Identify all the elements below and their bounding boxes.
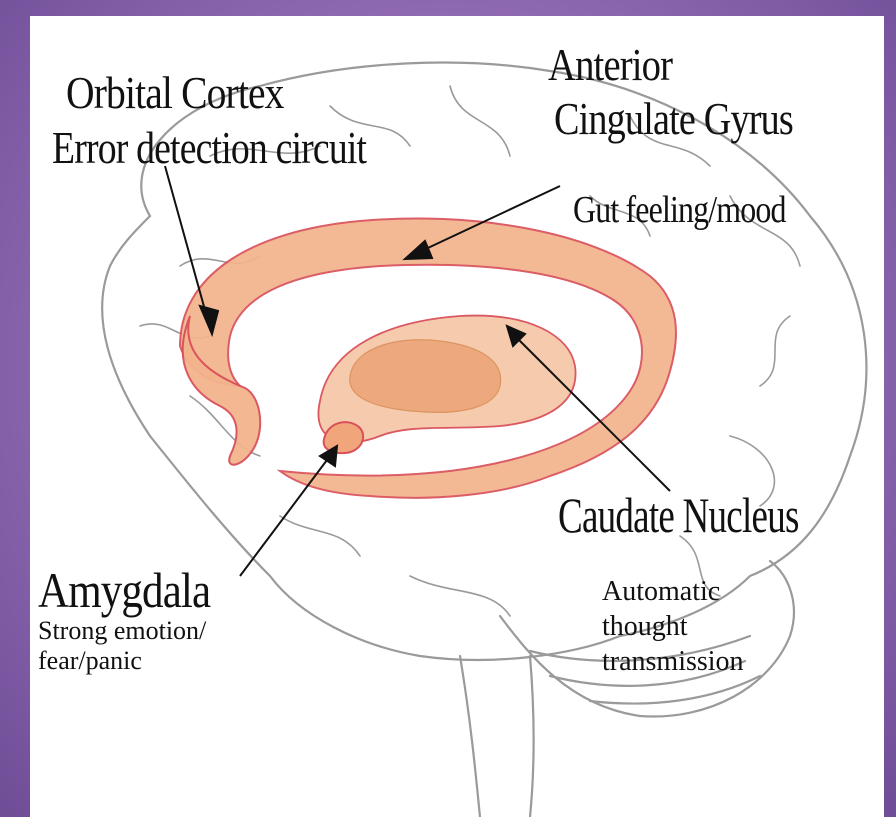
diagram-panel: Orbital Cortex Error detection circuit A…	[30, 16, 884, 817]
thalamus-shape	[350, 340, 501, 413]
brain-outline	[102, 63, 866, 817]
orbital-arrow-line	[165, 166, 208, 321]
caudate-description-line3: transmission	[602, 646, 744, 678]
caudate-description-line2: thought	[602, 611, 688, 643]
amygdala-label: Amygdala	[38, 561, 210, 619]
orbital-cortex-description: Error detection circuit	[52, 121, 366, 174]
anterior-cingulate-description: Gut feeling/mood	[573, 188, 786, 232]
anterior-cingulate-label-line1: Anterior	[548, 38, 672, 91]
caudate-nucleus-label: Caudate Nucleus	[558, 486, 799, 544]
brainstem-right	[530, 656, 534, 817]
caudate-description-line1: Automatic	[602, 576, 720, 608]
amygdala-description-line1: Strong emotion/	[38, 616, 206, 646]
anterior-cingulate-label-line2: Cingulate Gyrus	[554, 92, 793, 145]
orbital-cortex-label: Orbital Cortex	[66, 66, 284, 119]
amygdala-description-line2: fear/panic	[38, 646, 142, 676]
brainstem-left	[460, 656, 480, 817]
amygdala-shape	[324, 422, 363, 453]
highlighted-structures	[180, 218, 676, 497]
